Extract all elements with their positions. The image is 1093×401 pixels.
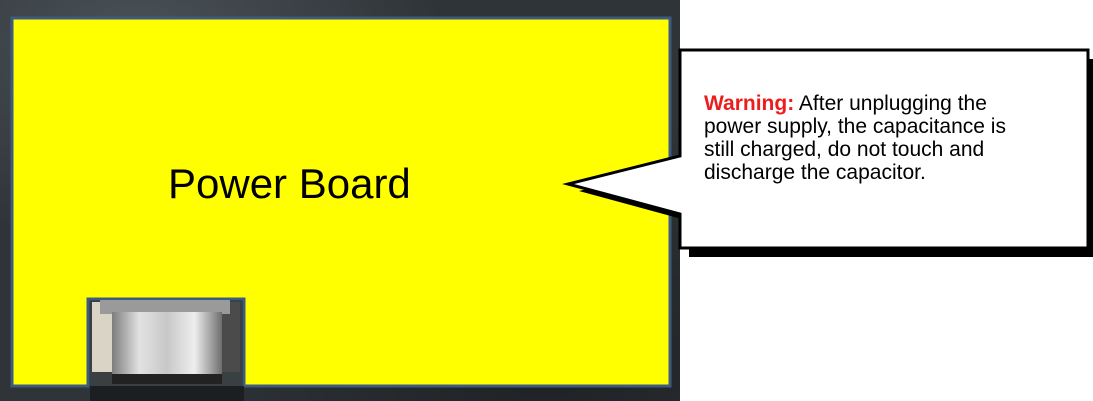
warning-message: Warning: After unplugging the power supp… xyxy=(704,92,1040,184)
board-photo: Power Board xyxy=(0,0,680,401)
power-board-label: Power Board xyxy=(168,160,411,208)
capacitor-icon xyxy=(90,300,244,401)
warning-label: Warning: xyxy=(704,92,794,115)
